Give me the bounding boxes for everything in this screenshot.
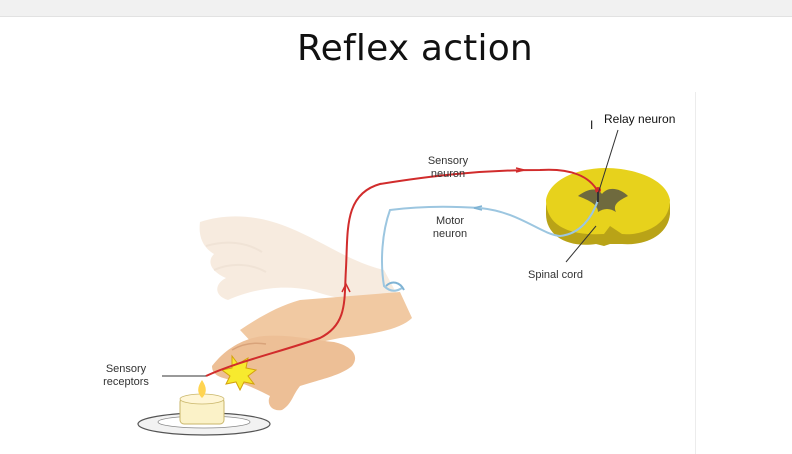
sensory-neuron-path — [205, 168, 599, 377]
browser-top-bar — [0, 0, 792, 17]
candle — [137, 380, 271, 436]
spinal-cord-label: Spinal cord — [528, 269, 583, 281]
sensory-receptors-label-line2: receptors — [103, 376, 149, 388]
slide-title: Reflex action — [297, 28, 533, 69]
motor-neuron-path — [381, 199, 599, 292]
motor-neuron-label-line1: Motor — [436, 215, 464, 227]
relay-neuron-label: Relay neuron — [604, 112, 675, 126]
spinal-cord-cross-section — [546, 168, 670, 246]
motor-neuron-label-line2: neuron — [433, 228, 467, 240]
sensory-receptors-label-line1: Sensory — [106, 363, 147, 375]
slide-edge-divider — [695, 92, 696, 454]
raised-hand-ghost — [199, 216, 400, 303]
spinal-cord-pointer — [565, 225, 597, 263]
sensory-neuron-label-line1: Sensory — [428, 155, 469, 167]
relay-neuron-pointer — [597, 129, 619, 195]
sensory-neuron-label-line2: neuron — [431, 168, 465, 180]
partial-label-text: I — [590, 118, 593, 132]
hand-and-forearm — [212, 292, 412, 411]
